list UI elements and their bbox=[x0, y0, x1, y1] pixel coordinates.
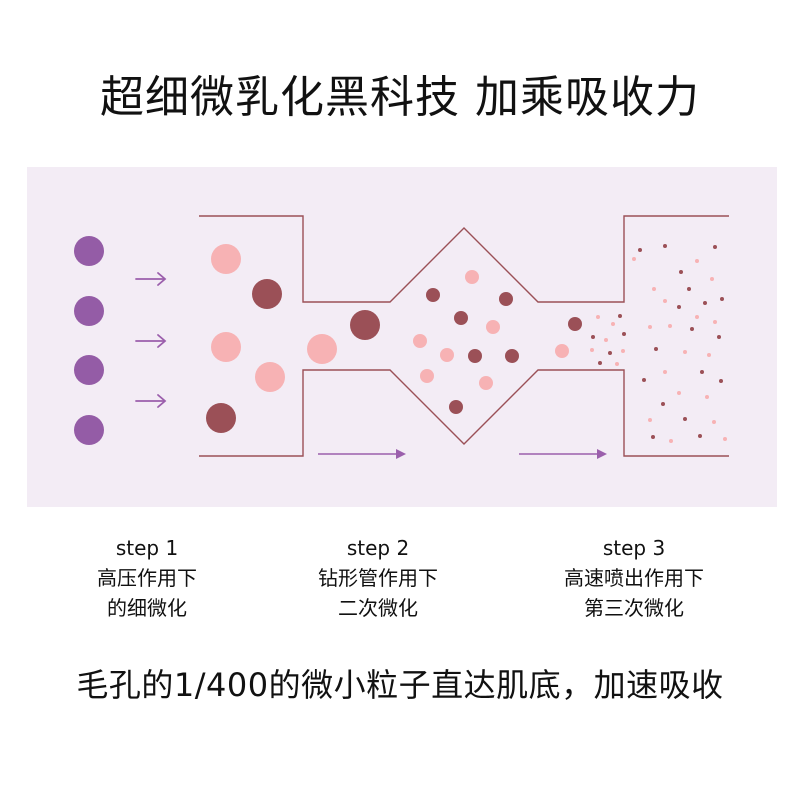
particle bbox=[705, 395, 709, 399]
stage2-particles bbox=[413, 270, 519, 414]
particle bbox=[717, 335, 721, 339]
output-particles bbox=[632, 244, 727, 443]
particle bbox=[468, 349, 482, 363]
arrow-right-icon bbox=[135, 394, 167, 408]
particle bbox=[618, 314, 622, 318]
step-description-line: 二次微化 bbox=[338, 596, 418, 620]
particle bbox=[454, 311, 468, 325]
particle bbox=[712, 420, 716, 424]
channel-outline bbox=[199, 215, 729, 457]
particle bbox=[611, 322, 615, 326]
particle bbox=[499, 292, 513, 306]
particle bbox=[669, 439, 673, 443]
particle bbox=[568, 317, 582, 331]
particle bbox=[479, 376, 493, 390]
particle bbox=[648, 418, 652, 422]
stage1-particles bbox=[206, 244, 380, 433]
particle bbox=[687, 287, 691, 291]
particle bbox=[486, 320, 500, 334]
particle bbox=[652, 287, 656, 291]
particle bbox=[648, 325, 652, 329]
particle bbox=[695, 315, 699, 319]
particle bbox=[661, 402, 665, 406]
particle bbox=[695, 259, 699, 263]
particle bbox=[413, 334, 427, 348]
particle bbox=[683, 350, 687, 354]
step-description-line: 高速喷出作用下 bbox=[564, 566, 704, 590]
particle bbox=[255, 362, 285, 392]
input-particles bbox=[74, 236, 104, 445]
particle bbox=[604, 338, 608, 342]
particle bbox=[590, 348, 594, 352]
particle bbox=[668, 324, 672, 328]
step-description-line: 的细微化 bbox=[107, 596, 187, 620]
particle bbox=[555, 344, 569, 358]
particle bbox=[677, 305, 681, 309]
particle bbox=[505, 349, 519, 363]
particle bbox=[651, 435, 655, 439]
particle bbox=[642, 378, 646, 382]
stage3-particles bbox=[555, 314, 626, 366]
particle bbox=[465, 270, 479, 284]
particle bbox=[663, 370, 667, 374]
step-label: step 2 bbox=[346, 536, 410, 560]
step-2-caption: step 2 钻形管作用下 二次微化 bbox=[268, 533, 488, 623]
particle bbox=[700, 370, 704, 374]
particle bbox=[719, 379, 723, 383]
particle bbox=[713, 320, 717, 324]
input-particle bbox=[74, 236, 104, 266]
particle bbox=[707, 353, 711, 357]
particle bbox=[710, 277, 714, 281]
particle bbox=[211, 332, 241, 362]
particle bbox=[723, 437, 727, 441]
particle bbox=[663, 244, 667, 248]
particle bbox=[698, 434, 702, 438]
particle bbox=[677, 391, 681, 395]
input-particle bbox=[74, 355, 104, 385]
particle bbox=[211, 244, 241, 274]
particle bbox=[622, 332, 626, 336]
step-3-caption: step 3 高速喷出作用下 第三次微化 bbox=[524, 533, 744, 623]
step-captions: step 1 高压作用下 的细微化 step 2 钻形管作用下 二次微化 ste… bbox=[0, 533, 800, 633]
arrow-right-icon bbox=[135, 334, 167, 348]
step-label: step 3 bbox=[602, 536, 666, 560]
particle bbox=[608, 351, 612, 355]
particle bbox=[307, 334, 337, 364]
particle bbox=[703, 301, 707, 305]
arrow-right-icon bbox=[135, 272, 167, 286]
particle bbox=[252, 279, 282, 309]
particle bbox=[615, 362, 619, 366]
particle bbox=[591, 335, 595, 339]
particle bbox=[596, 315, 600, 319]
particle bbox=[632, 257, 636, 261]
particle bbox=[690, 327, 694, 331]
particle bbox=[440, 348, 454, 362]
particle bbox=[621, 349, 625, 353]
particle bbox=[638, 248, 642, 252]
particle bbox=[679, 270, 683, 274]
footer-tagline: 毛孔的1/400的微小粒子直达肌底，加速吸收 bbox=[76, 666, 724, 704]
step-description-line: 高压作用下 bbox=[97, 566, 197, 590]
step-1-caption: step 1 高压作用下 的细微化 bbox=[37, 533, 257, 623]
step-description-line: 钻形管作用下 bbox=[318, 566, 438, 590]
step-description-line: 第三次微化 bbox=[584, 596, 684, 620]
emulsification-diagram bbox=[27, 167, 777, 507]
particle bbox=[420, 369, 434, 383]
particle bbox=[654, 347, 658, 351]
particle bbox=[426, 288, 440, 302]
particle bbox=[206, 403, 236, 433]
input-particle bbox=[74, 415, 104, 445]
input-arrows bbox=[135, 272, 167, 408]
particle bbox=[683, 417, 687, 421]
particle bbox=[663, 299, 667, 303]
particle bbox=[449, 400, 463, 414]
particle bbox=[713, 245, 717, 249]
step-label: step 1 bbox=[115, 536, 179, 560]
particle bbox=[350, 310, 380, 340]
input-particle bbox=[74, 296, 104, 326]
diagram-svg bbox=[27, 167, 777, 507]
particle bbox=[720, 297, 724, 301]
headline: 超细微乳化黑科技 加乘吸收力 bbox=[100, 72, 700, 123]
particle bbox=[598, 361, 602, 365]
